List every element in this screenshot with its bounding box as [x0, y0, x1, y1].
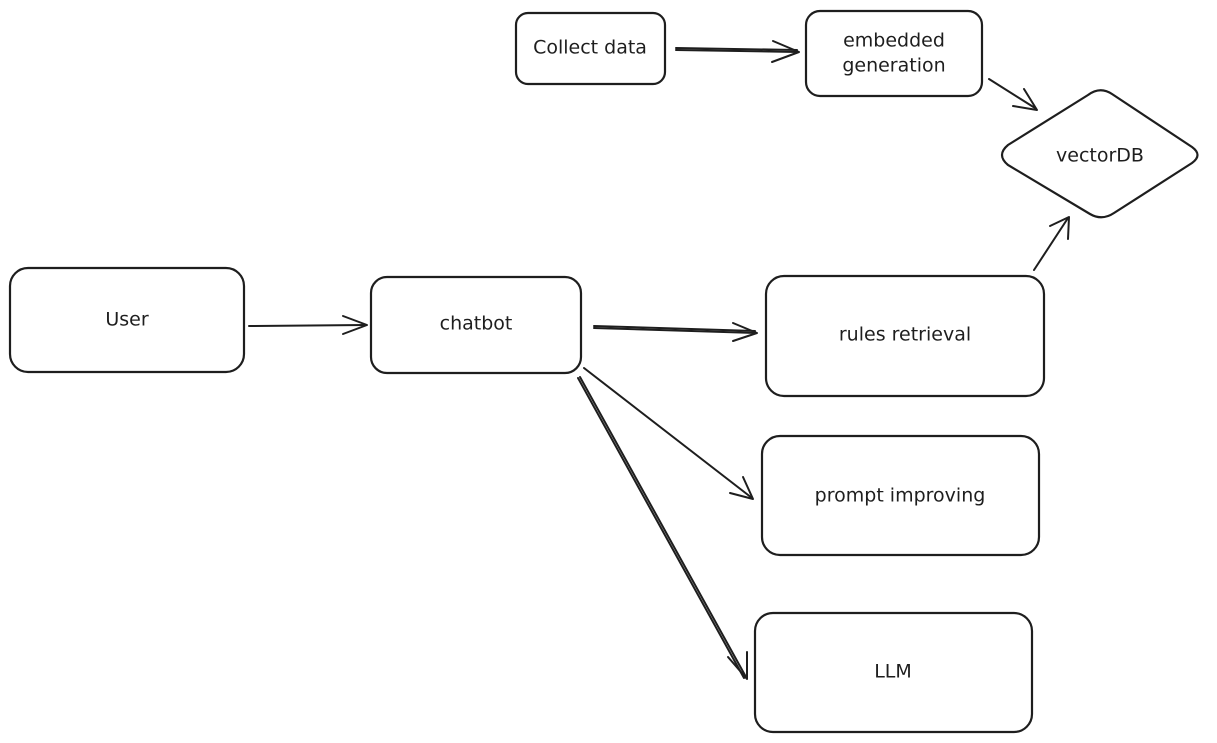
edge-collect-data-to-embedded-generation	[675, 40, 800, 63]
node-embedded-generation-label-line1: embedded	[843, 30, 945, 52]
node-embedded-generation[interactable]: embedded generation	[804, 9, 984, 98]
edge-embedded-generation-to-vectordb	[988, 78, 1038, 111]
node-collect-data-label: Collect data	[533, 37, 647, 59]
edge-chatbot-to-rules-retrieval	[593, 322, 758, 342]
node-user-label: User	[105, 309, 148, 331]
node-rules-retrieval[interactable]: rules retrieval	[764, 274, 1046, 398]
node-embedded-generation-label-line2: generation	[842, 55, 945, 77]
node-chatbot[interactable]: chatbot	[369, 275, 583, 375]
node-vectordb[interactable]: vectorDB	[1000, 89, 1199, 219]
edge-rules-retrieval-to-vectordb	[1033, 216, 1070, 271]
node-rules-retrieval-label: rules retrieval	[839, 324, 971, 346]
node-vectordb-label: vectorDB	[1056, 145, 1144, 167]
node-chatbot-label: chatbot	[440, 313, 513, 335]
node-llm-label: LLM	[874, 661, 912, 683]
node-llm[interactable]: LLM	[753, 611, 1034, 734]
edge-chatbot-to-llm	[577, 376, 748, 680]
node-user[interactable]: User	[8, 266, 246, 374]
node-collect-data[interactable]: Collect data	[514, 11, 667, 86]
node-prompt-improving[interactable]: prompt improving	[760, 434, 1041, 557]
edge-user-to-chatbot	[248, 315, 368, 335]
node-prompt-improving-label: prompt improving	[815, 485, 986, 507]
edge-chatbot-to-prompt-improving	[583, 367, 754, 500]
